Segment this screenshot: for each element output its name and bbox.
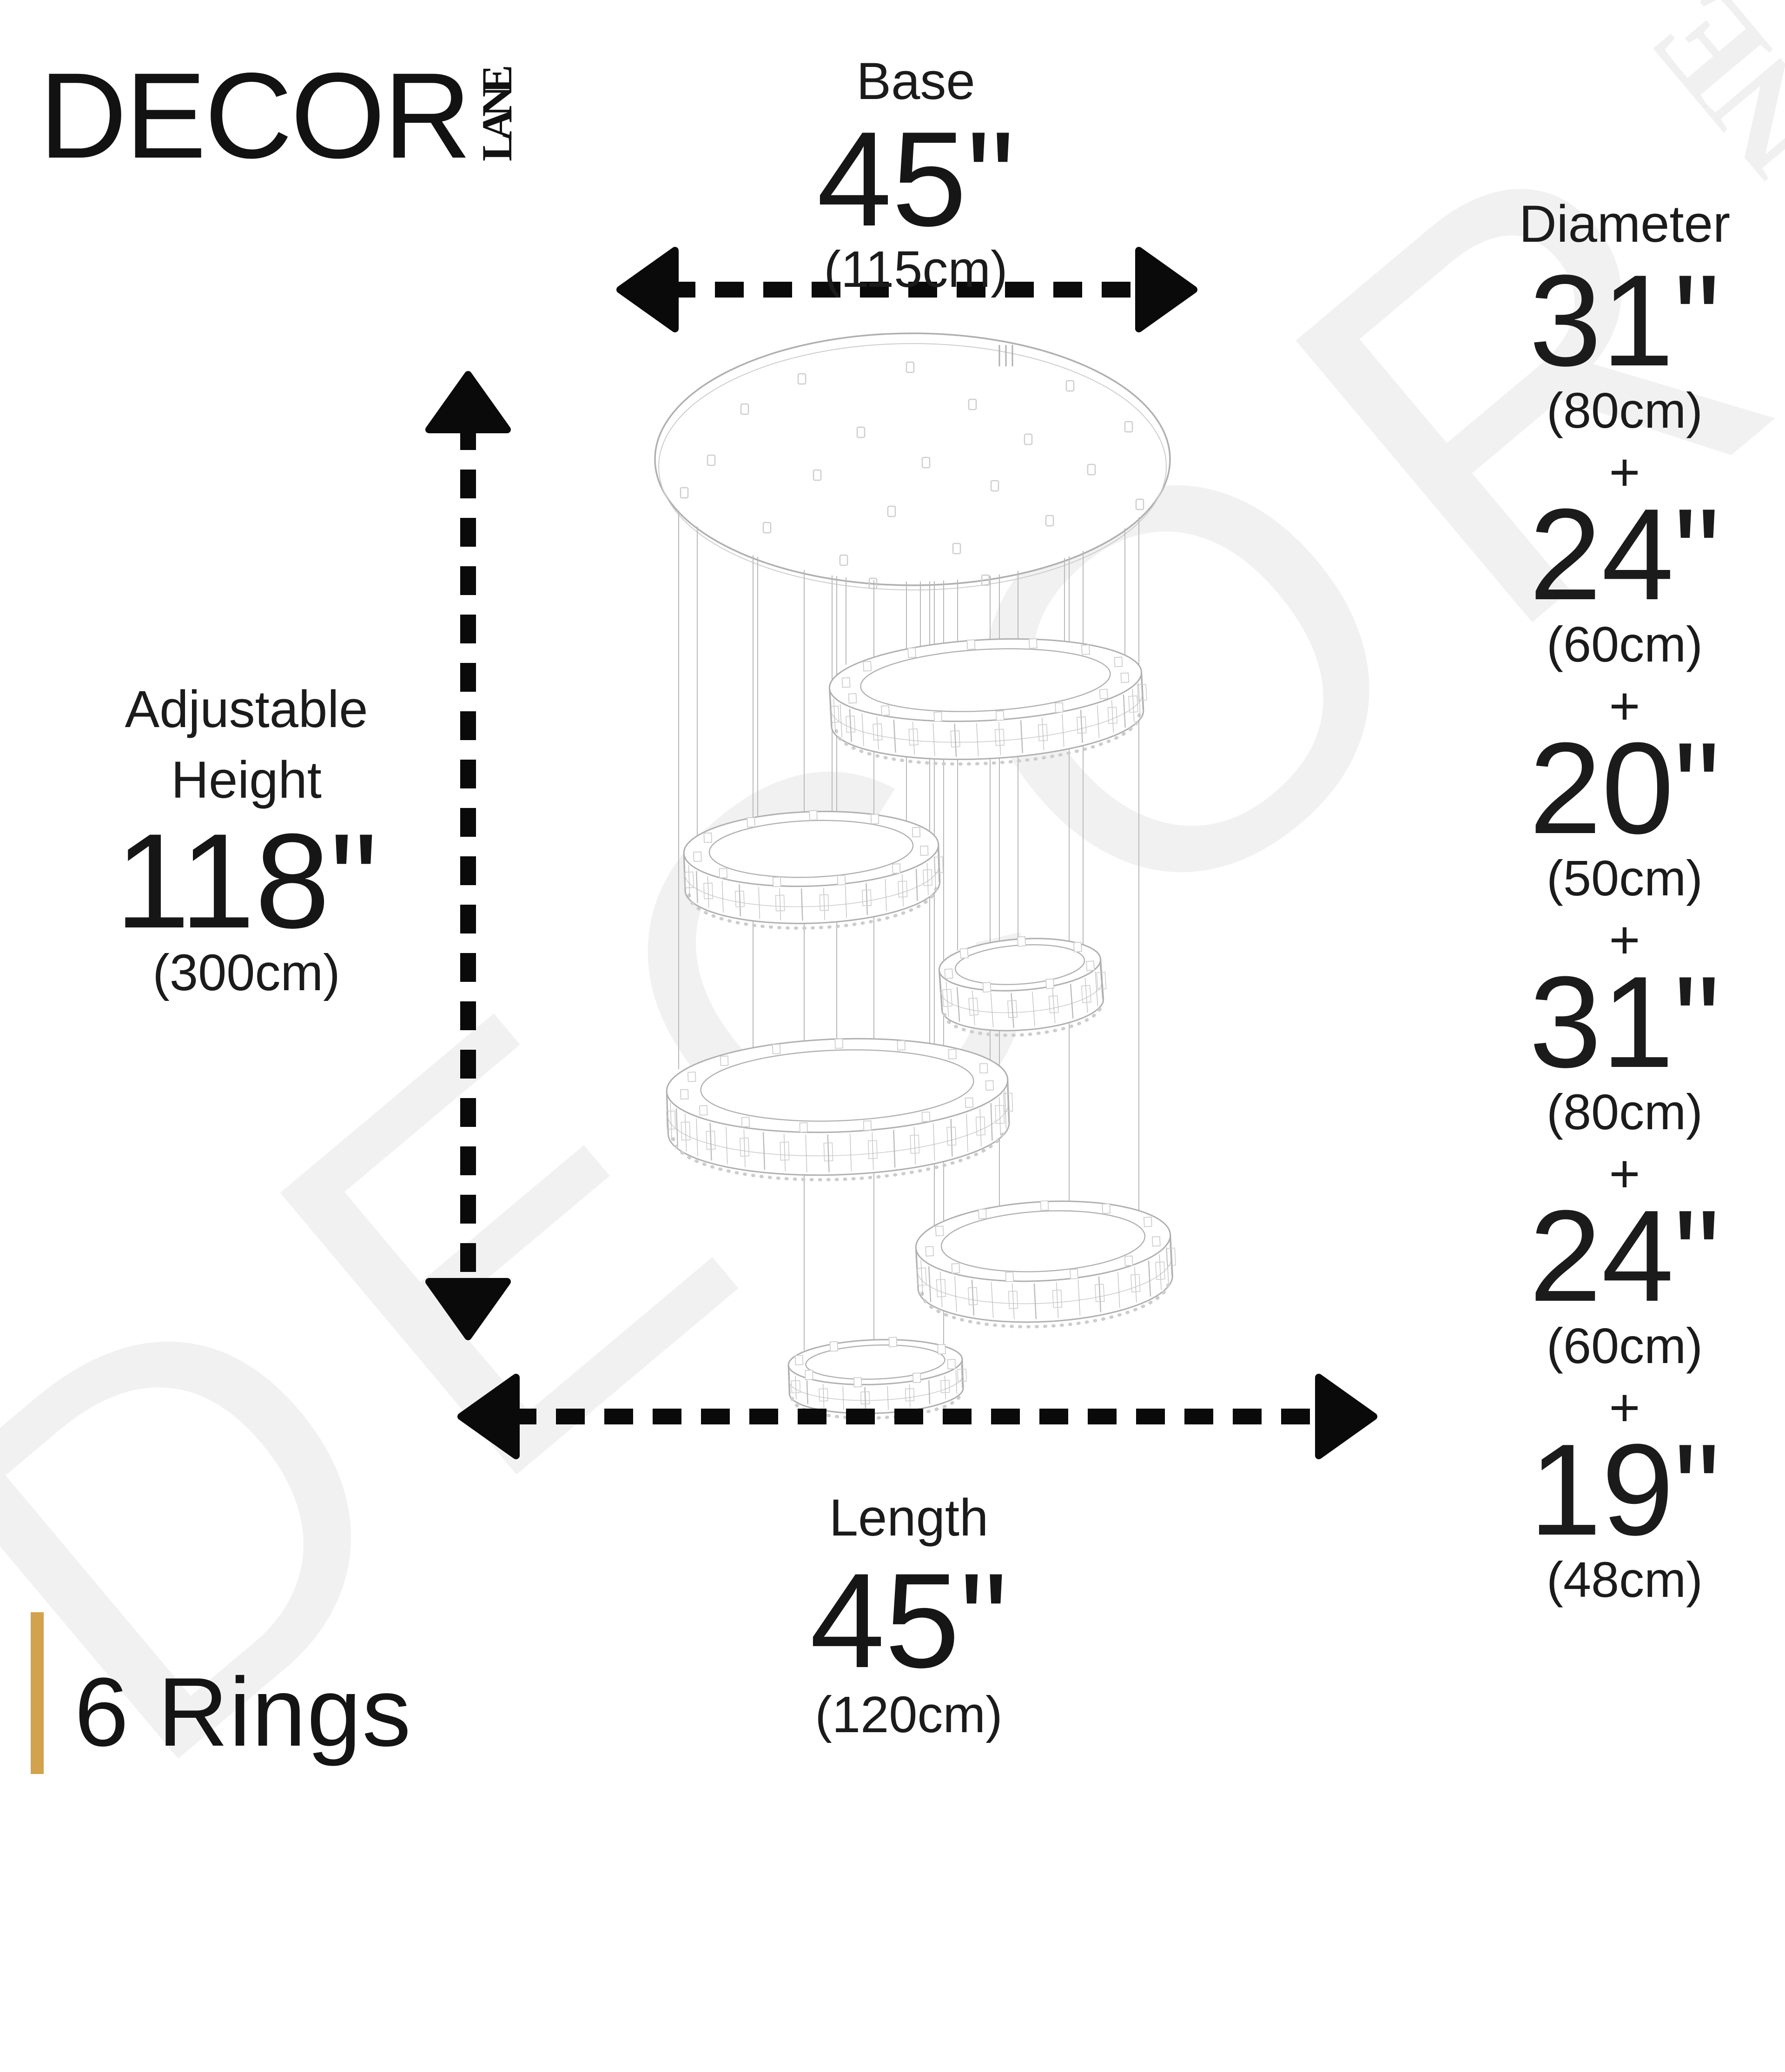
diameter-label: Diameter [1519, 195, 1731, 253]
diameter-entry-metric: (50cm) [1546, 850, 1703, 906]
diameter-entry-value: 20" [1529, 716, 1720, 861]
base-dimension-arrow [616, 247, 1197, 332]
rings-count-label: 6 Rings [74, 1657, 412, 1767]
crystal-ring-6 [787, 1337, 967, 1420]
height-dimension-arrow [425, 371, 511, 1340]
diameter-plus-separator: + [1609, 443, 1640, 502]
base-label: Base [856, 52, 975, 110]
crystal-ring-2 [683, 810, 944, 930]
diameter-plus-separator: + [1609, 1378, 1640, 1437]
diameter-entry-metric: (60cm) [1546, 616, 1703, 672]
crystal-ring-5 [915, 1200, 1176, 1329]
diameter-plus-separator: + [1609, 676, 1640, 736]
logo-decor-text: DECOR [39, 47, 471, 184]
diameter-entry-value: 31" [1529, 950, 1720, 1095]
crystal-ring-1 [828, 638, 1147, 766]
height-metric: (300cm) [152, 944, 340, 1001]
crystal-ring-3 [938, 936, 1107, 1037]
diameter-entry-metric: (48cm) [1546, 1551, 1703, 1608]
length-value: 45" [810, 1545, 1008, 1696]
height-label-line1: Adjustable [125, 680, 368, 738]
length-label: Length [829, 1489, 989, 1547]
gold-accent-bar [31, 1612, 44, 1774]
height-value: 118" [115, 806, 378, 956]
diameter-plus-separator: + [1609, 1144, 1640, 1204]
logo-lane-text: LANE [473, 72, 521, 161]
diameter-entry-value: 24" [1529, 1184, 1720, 1329]
diameter-entry-value: 19" [1529, 1417, 1720, 1562]
diameter-entry-metric: (80cm) [1546, 1084, 1703, 1140]
height-label-line2: Height [171, 751, 322, 809]
length-metric: (120cm) [815, 1686, 1003, 1743]
ceiling-plate [654, 332, 1171, 590]
diameter-entry-metric: (80cm) [1546, 382, 1703, 438]
length-dimension-arrow [457, 1374, 1377, 1459]
diameter-entry-value: 24" [1529, 482, 1720, 627]
base-metric: (115cm) [824, 241, 1008, 298]
base-dimension-block: Base 45" (115cm) [651, 46, 1181, 302]
diameter-plus-separator: + [1609, 910, 1640, 970]
rings-count-badge: 6 Rings [31, 1612, 412, 1774]
chandelier-drawing [425, 247, 1377, 1459]
diameter-entry-value: 31" [1529, 248, 1720, 393]
height-dimension-block: Adjustable Height 118" (300cm) [65, 674, 428, 1006]
diameter-entry-metric: (60cm) [1546, 1317, 1703, 1374]
diameter-column: Diameter 31" (80cm) + 24" (60cm) + 20" (… [1464, 182, 1785, 1615]
base-value: 45" [817, 104, 1015, 254]
brand-logo: DECOR LANE [39, 55, 522, 177]
length-dimension-block: Length 45" (120cm) [632, 1483, 1185, 1748]
crystal-ring-4 [666, 1038, 1013, 1182]
